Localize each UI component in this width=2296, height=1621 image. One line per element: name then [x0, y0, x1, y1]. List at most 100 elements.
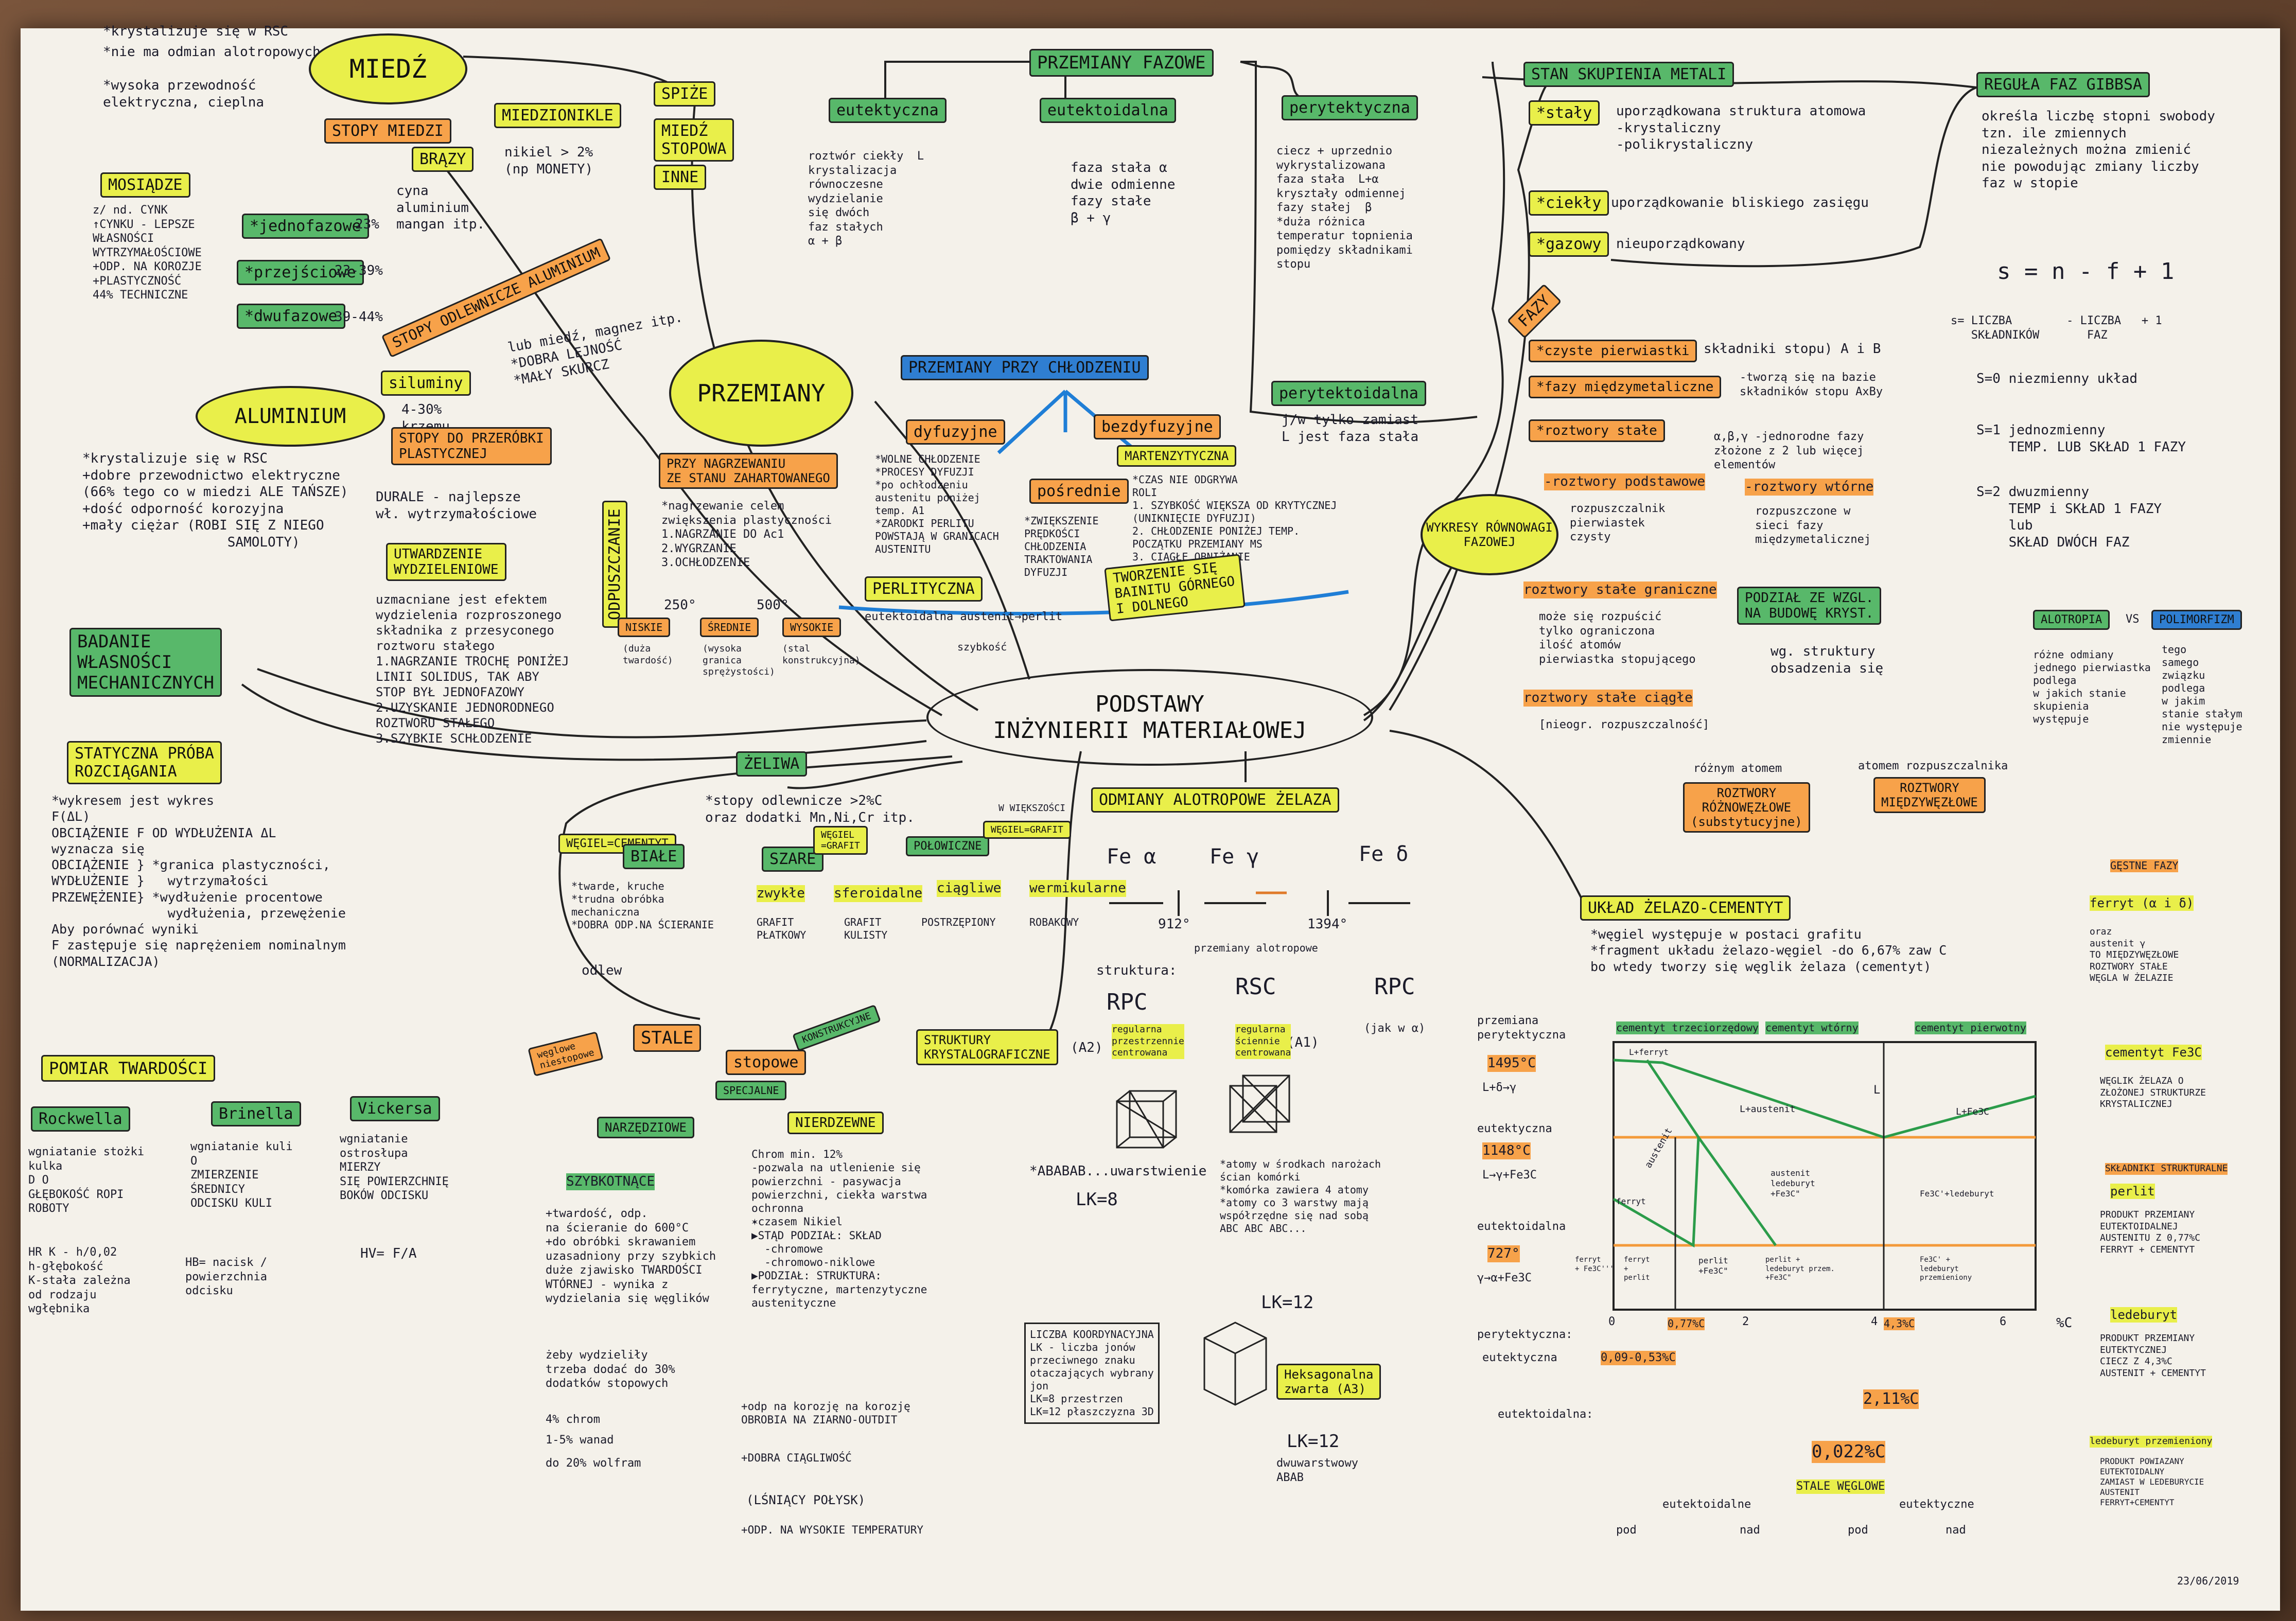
- vermicular-desc: ROBAKOWY: [1029, 916, 1079, 928]
- a1-label: (A1): [1287, 1035, 1319, 1050]
- liquid-state-desc: uporządkowanie bliskiego zasięgu: [1611, 195, 1869, 210]
- steels-node: STALE: [633, 1024, 702, 1052]
- carbon-steels-label: STALE WĘGLOWE: [1796, 1479, 1885, 1494]
- ferrite-desc: oraz austenit γ TO MIĘDZYWĘZŁOWE ROZTWOR…: [2090, 926, 2179, 983]
- fe-alpha: Fe α: [1107, 845, 1156, 869]
- low-tempering-desc: (duża twardość): [623, 643, 673, 666]
- bronze-label: BRĄZY: [412, 147, 474, 172]
- polymorphism-label: POLIMORFIZM: [2151, 610, 2242, 630]
- iron-allotropes-node: ODMIANY ALOTROPOWE ŻELAZA: [1091, 787, 1339, 813]
- region-l-ferrite: L+ferryt: [1629, 1047, 1669, 1057]
- intermediate-label: pośrednie: [1029, 479, 1129, 504]
- cast-iron-node: ŻELIWA: [736, 751, 808, 777]
- hex-lk12: LK=12: [1287, 1431, 1340, 1452]
- eutectic-transform: eutektyczna: [1477, 1122, 1552, 1135]
- high-tempering-desc: (stal konstrukcyjna): [782, 643, 861, 666]
- special-steels: SPECJALNE: [715, 1081, 787, 1100]
- solid-solutions: *roztwory stałe: [1529, 419, 1665, 442]
- limited-solutions-desc: może się rozpuścić tylko ograniczona ilo…: [1539, 610, 1696, 666]
- al-wrought-alloys: STOPY DO PRZERÓBKI PLASTYCZNEJ: [391, 427, 552, 465]
- solid-state-label: *stały: [1529, 100, 1600, 126]
- high-speed-desc: +twardość, odp. na ścieranie do 600°C +d…: [546, 1207, 716, 1305]
- stainless-p3: (LŚNIĄCY POŁYSK): [746, 1493, 866, 1507]
- gibbs-desc: określa liczbę stopni swobody tzn. ile z…: [1982, 109, 2215, 191]
- silumin-label: siluminy: [381, 371, 471, 396]
- solid-state-desc: uporządkowana struktura atomowa -krystal…: [1616, 103, 1866, 152]
- tensile-test-desc: *wykresem jest wykres F(ΔL) OBCIĄŻENIE F…: [51, 793, 346, 969]
- center-title-line2: INŻYNIERII MATERIAŁOWEJ: [993, 717, 1307, 744]
- primary-cementite: cementyt pierwotny: [1915, 1021, 2026, 1034]
- fcc-desc: regularna ściennie centrowana: [1235, 1024, 1291, 1059]
- additive-chromium: 4% chrom: [546, 1413, 600, 1426]
- precipitation-desc: uzmacniane jest efektem wydzielenia rozp…: [376, 592, 569, 746]
- ductile-cast-iron: sferoidalne: [834, 885, 923, 902]
- spize-label: SPIŻE: [654, 81, 716, 107]
- region-fe3c-ledeburite: Fe3C'+ledeburyt: [1920, 1189, 1994, 1199]
- gibbs-s1: S=1 jednozmienny TEMP. LUB SKŁAD 1 FAZY: [1976, 422, 2186, 455]
- cooling-transformations: PRZEMIANY PRZY CHŁODZENIU: [901, 355, 1149, 380]
- high-tempering: WYSOKIE: [782, 618, 842, 637]
- intermediate-desc: *ZWIĘKSZENIE PRĘDKOŚCI CHŁODZENIA TRAKTO…: [1024, 515, 1099, 578]
- signature-date: 23/06/2019: [2177, 1575, 2239, 1587]
- stainless-desc: Chrom min. 12% -pozwala na utlenienie si…: [751, 1148, 927, 1309]
- rockwell-desc: wgniatanie stożki kulka D O GŁĘBOKOŚĆ RO…: [28, 1146, 145, 1215]
- substitutional-note: różnym atomem: [1693, 762, 1782, 775]
- medium-tempering-desc: (wysoka granica sprężystości): [703, 643, 775, 677]
- axis-pct-c: %C: [2056, 1315, 2073, 1331]
- secondary-cementite: cementyt wtórny: [1765, 1021, 1859, 1034]
- hardness-test-label: POMIAR TWARDOŚCI: [41, 1055, 216, 1082]
- cupronickel-desc: nikiel > 2% (np MONETY): [504, 145, 593, 177]
- hex-desc: dwuwarstwowy ABAB: [1276, 1457, 1358, 1484]
- transformed-ledeburite-desc: PRODUKT POWIAZANY EUTEKTOIDALNY ZAMIAST …: [2100, 1456, 2204, 1507]
- pure-elements-desc: składniki stopu) A i B: [1704, 341, 1881, 357]
- copper-node: MIEDŹ: [309, 33, 467, 104]
- ductile-desc: GRAFIT KULISTY: [844, 916, 888, 941]
- copper-props-3: *wysoka przewodność elektryczna, cieplna: [103, 78, 265, 110]
- tool-steels: NARZĘDZIOWE: [597, 1117, 694, 1138]
- bronze-desc: cyna aluminium mangan itp.: [396, 183, 485, 232]
- temp-1394: 1394°: [1307, 917, 1348, 932]
- region-ferrite: ferryt: [1616, 1196, 1646, 1206]
- primary-solutions-desc: rozpuszczalnik pierwiastek czysty: [1570, 502, 1666, 543]
- eutectic-range-label: eutektyczna: [1482, 1351, 1557, 1364]
- duralumin-desc: DURALE - najlepsze wł. wytrzymałościowe: [376, 489, 537, 522]
- peritectic-range-label: perytektyczna:: [1477, 1328, 1573, 1341]
- region-ferrite-pearlite: ferryt + perlit: [1624, 1256, 1650, 1282]
- vermicular-cast-iron: wermikularne: [1029, 880, 1126, 897]
- carbon-cementite: WĘGIEL=CEMENTYT: [558, 834, 676, 854]
- eutectoid-label: eutektoidalna: [1040, 98, 1176, 123]
- substitutional-solutions: ROZTWORY RÓŻNOWĘZŁOWE (substytucyjne): [1683, 782, 1810, 833]
- diffusional-label: dyfuzyjne: [906, 419, 1005, 445]
- brass-transitional: *przejściowe: [237, 260, 364, 285]
- limited-solutions: roztwory stałe graniczne: [1523, 582, 1717, 598]
- stainless-steels: NIERDZEWNE: [787, 1112, 884, 1134]
- gibbs-rule-node: REGUŁA FAZ GIBBSA: [1976, 72, 2150, 97]
- transformed-ledeburite: ledeburyt przemieniony: [2090, 1436, 2213, 1448]
- fe-gamma: Fe γ: [1210, 845, 1259, 869]
- peritectic-transform: przemiana perytektyczna: [1477, 1014, 1566, 1042]
- fcc-gamma: RSC: [1235, 974, 1276, 1000]
- gibbs-formula: s = n - f + 1: [1997, 258, 2175, 285]
- continuous-solutions-desc: [nieogr. rozpuszczalność]: [1539, 718, 1710, 731]
- cementite-label: cementyt Fe3C: [2105, 1045, 2202, 1060]
- hypo-eutectoid: pod: [1616, 1524, 1637, 1537]
- grey-cast-iron: SZARE: [762, 847, 824, 872]
- precipitation-hardening: UTWARDZENIE WYDZIELENIOWE: [386, 543, 506, 581]
- secondary-solutions: -roztwory wtórne: [1745, 479, 1874, 496]
- eutectic-desc: roztwór ciekły L krystalizacja równoczes…: [808, 150, 924, 248]
- vickers-desc: wgniatanie ostrosłupa MIERZY SIĘ POWIERZ…: [340, 1133, 449, 1202]
- temp-500: 500°: [757, 597, 789, 613]
- tempering-heating-label: PRZY NAGRZEWANIU ZE STANU ZAHARTOWANEGO: [659, 453, 838, 489]
- bcc-delta: RPC: [1374, 974, 1415, 1000]
- phase-transformations-node: PRZEMIANY FAZOWE: [1029, 49, 1214, 77]
- eutectic-reaction: L→γ+Fe3C: [1482, 1169, 1537, 1182]
- region-l-fe3c: L+Fe3C: [1956, 1106, 1990, 1117]
- brass-desc: z/ nd. CYNK ↑CYNKU - LEPSZE WŁASNOŚCI WY…: [93, 204, 202, 302]
- center-title-line1: PODSTAWY: [1095, 691, 1204, 717]
- brass-two-phase-val: 39-44%: [335, 309, 383, 325]
- hyper-eutectic: nad: [1946, 1524, 1966, 1537]
- peritectic-reaction: L+δ→γ: [1482, 1081, 1517, 1094]
- brass-single-phase: *jednofazowe: [242, 214, 369, 239]
